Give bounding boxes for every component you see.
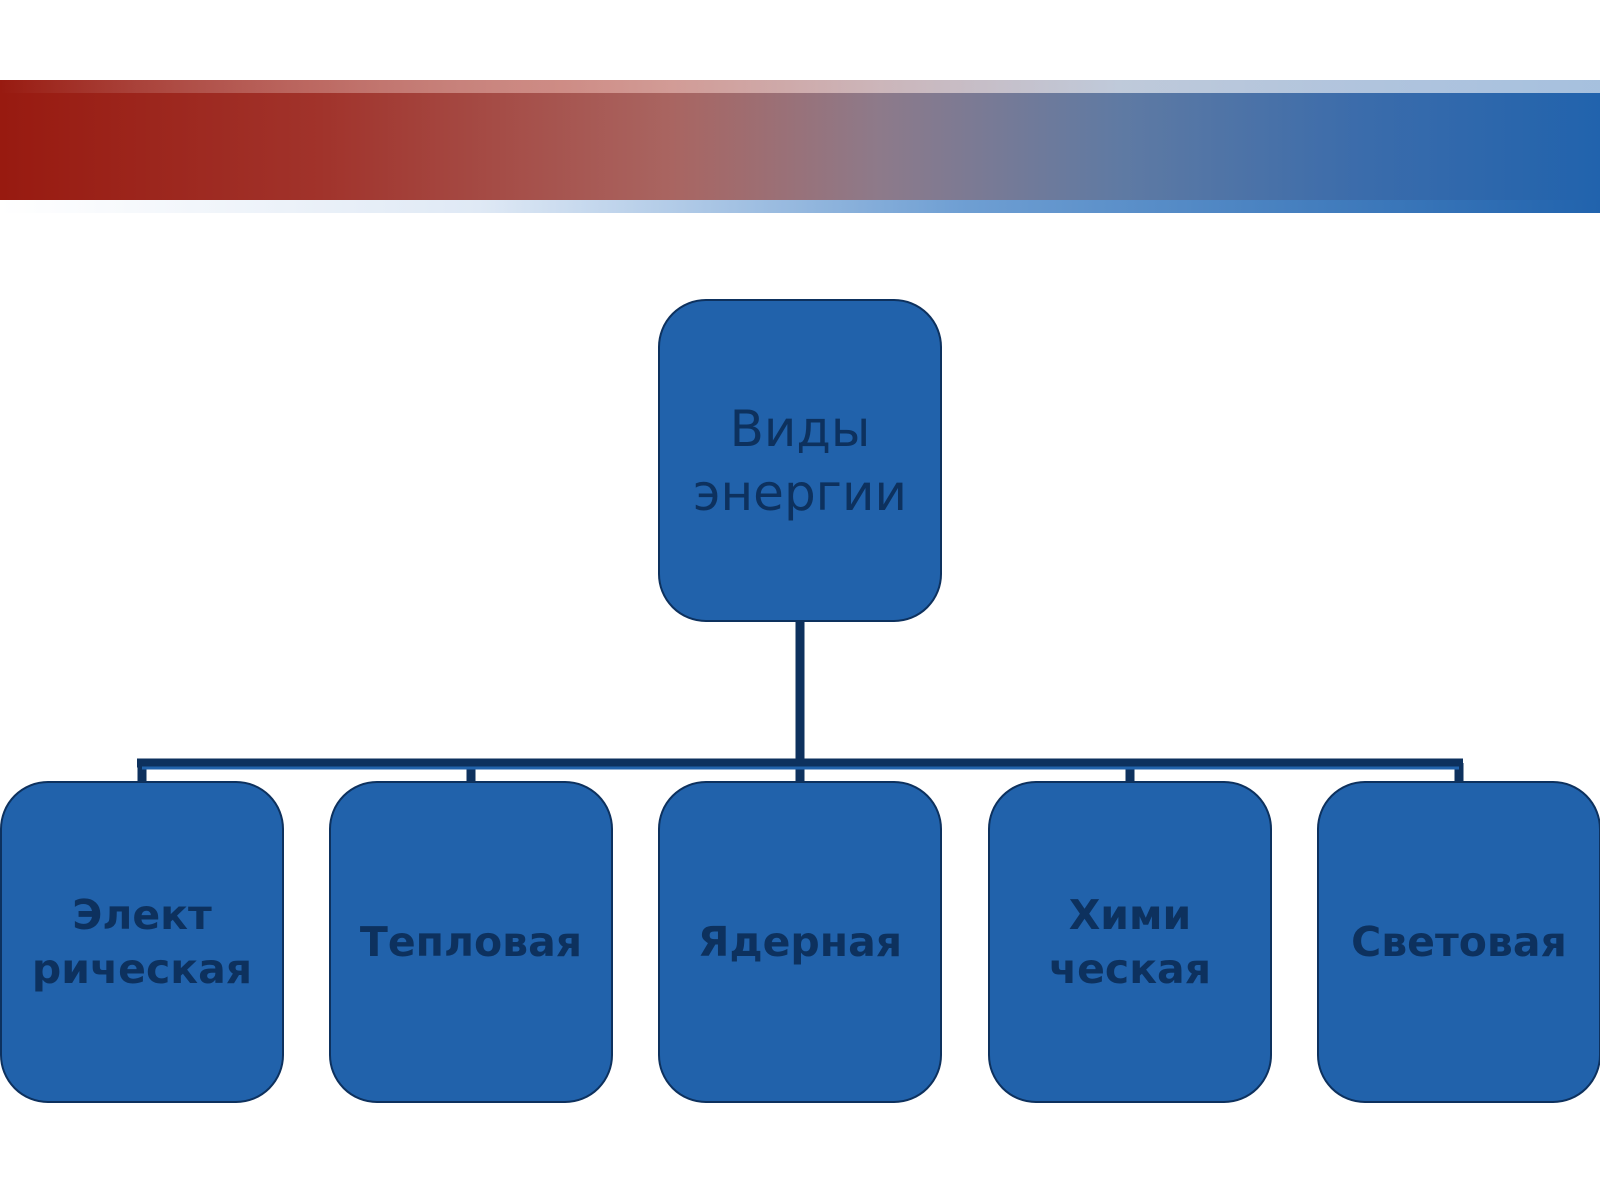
root-node-energy-types: Виды энергии <box>658 299 942 622</box>
root-node-label: Виды энергии <box>693 399 907 522</box>
child-node-nuclear: Ядерная <box>658 781 942 1103</box>
child-node-electrical: Элект рическая <box>0 781 284 1103</box>
child-node-thermal: Тепловая <box>329 781 613 1103</box>
header-gradient-banner <box>0 80 1600 213</box>
child-node-label: Тепловая <box>359 918 583 966</box>
child-node-light: Световая <box>1317 781 1600 1103</box>
child-node-label: Элект рическая <box>31 891 253 993</box>
child-node-chemical: Хими ческая <box>988 781 1272 1103</box>
child-node-label: Световая <box>1351 918 1567 966</box>
child-node-label: Хими ческая <box>1048 891 1212 993</box>
child-node-label: Ядерная <box>697 918 903 966</box>
